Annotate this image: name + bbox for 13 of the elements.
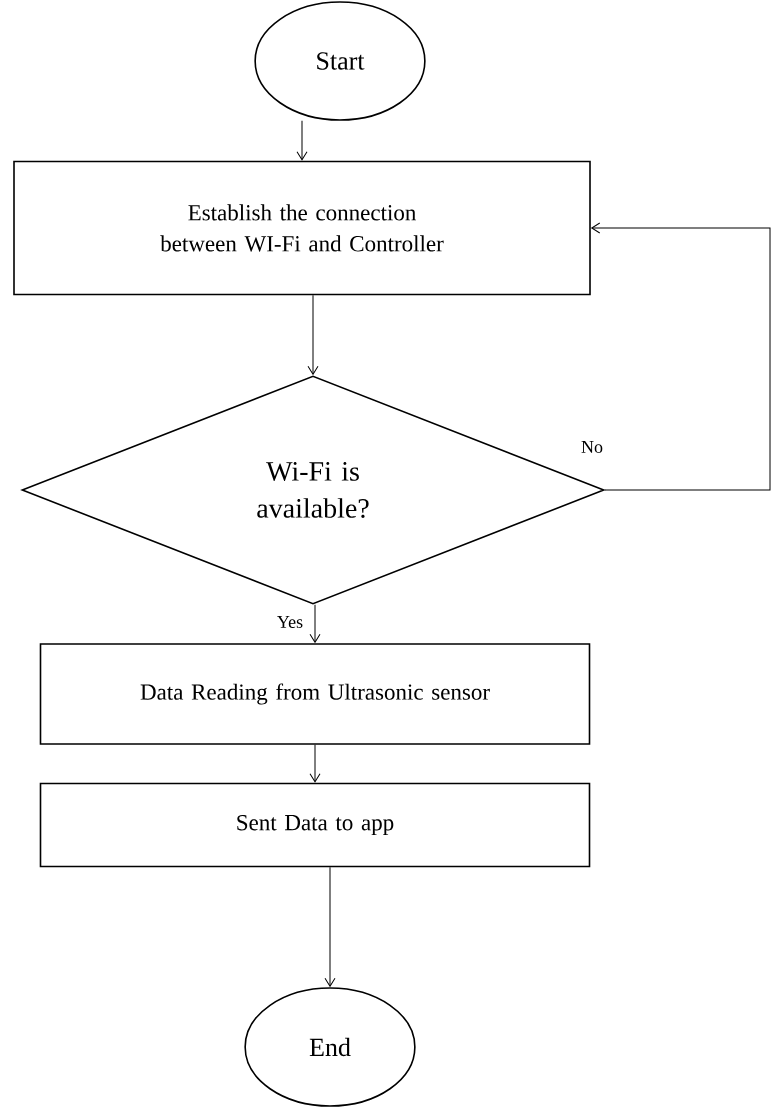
- arrow: [296, 120, 308, 161]
- terminal-oval: End: [244, 987, 416, 1107]
- edge-label: Yes: [277, 616, 303, 628]
- arrow: [591, 222, 771, 491]
- terminal-oval: Start: [254, 1, 426, 121]
- arrow: [309, 744, 321, 783]
- edge-label: No: [581, 441, 603, 453]
- process-box: Establish the connection between WI-Fi and Controller: [13, 160, 591, 296]
- process-box: Data Reading from Ultrasonic sensor: [39, 643, 591, 745]
- arrow: [307, 294, 319, 375]
- process-box: Sent Data to app: [39, 782, 591, 868]
- arrow: [309, 604, 321, 643]
- arrow: [324, 866, 336, 987]
